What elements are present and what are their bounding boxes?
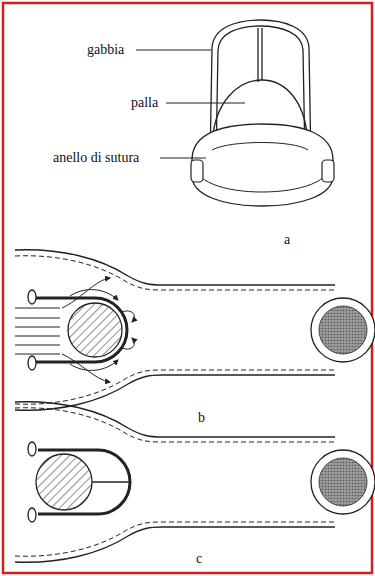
- figure-letter: a: [283, 232, 291, 248]
- part-label: palla: [130, 95, 159, 111]
- part-label: anello di sutura: [52, 150, 140, 166]
- valve-b: [15, 250, 375, 411]
- valve-a: [136, 20, 334, 206]
- valve-c: [15, 402, 375, 563]
- figure-letter: c: [195, 551, 203, 567]
- figure-letter: b: [197, 410, 206, 426]
- part-label: gabbia: [86, 42, 125, 58]
